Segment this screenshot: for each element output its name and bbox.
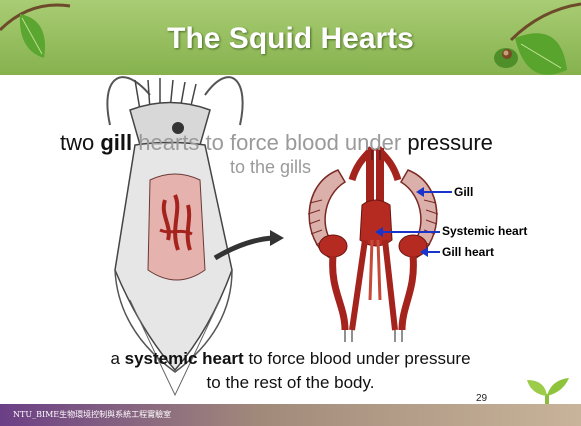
label-systemic-heart: Systemic heart	[442, 224, 527, 238]
systemic-heart-bold: systemic heart	[125, 349, 244, 368]
footer-lab-name: NTU_BIME生物環境控制與系統工程實驗室	[13, 409, 171, 420]
to-the-gills-text: to the gills	[230, 157, 311, 178]
squid-illustration	[107, 77, 242, 395]
page-number: 29	[476, 393, 487, 404]
rest-of-body-text: to the rest of the body.	[0, 373, 581, 393]
heart-circulation-detail	[308, 148, 438, 342]
systemic-heart-text: a systemic heart to force blood under pr…	[0, 349, 581, 369]
gill-bold: gill	[100, 130, 132, 155]
label-gill: Gill	[454, 185, 473, 199]
line1-ghost: hearts to force blood under	[132, 130, 401, 155]
gill-hearts-text: two gill hearts to force blood under pre…	[60, 130, 550, 156]
line1-post: pressure	[401, 130, 493, 155]
line3-pre: a	[110, 349, 124, 368]
label-gill-heart: Gill heart	[442, 245, 494, 259]
line3-post: to force blood under pressure	[244, 349, 471, 368]
line1-pre: two	[60, 130, 100, 155]
